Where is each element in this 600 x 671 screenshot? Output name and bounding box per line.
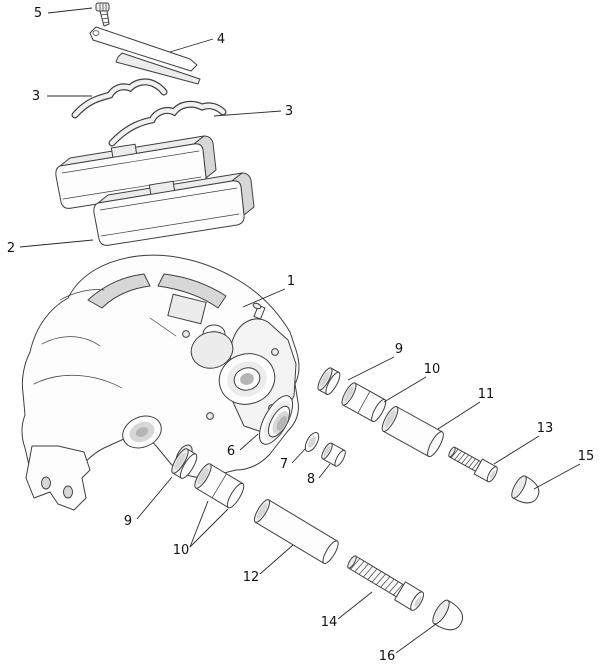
ear-hole <box>63 485 73 499</box>
retainer-screw <box>95 2 110 27</box>
callout-label-7: 7 <box>280 457 288 472</box>
leader-line <box>395 623 437 654</box>
leader-line <box>437 401 481 430</box>
leader-line <box>493 435 540 465</box>
rear-boss <box>190 331 234 369</box>
inner-mechanism <box>167 293 207 325</box>
boot-seal <box>258 395 294 445</box>
leader-line <box>337 591 373 620</box>
small-bushing <box>321 442 346 467</box>
callout-label-15: 15 <box>578 449 595 464</box>
callout-label-12: 12 <box>243 570 260 585</box>
callout-label-9-upper: 9 <box>395 342 403 357</box>
callout-label-14: 14 <box>321 615 338 630</box>
callout-label-10-lower: 10 <box>173 543 190 558</box>
callout-label-1: 1 <box>287 274 295 289</box>
ear-hole <box>41 476 51 490</box>
guide-tube <box>253 499 339 565</box>
end-cap-small <box>511 475 540 504</box>
callout-label-4: 4 <box>217 32 225 47</box>
leader-line <box>259 544 294 575</box>
bolt-head <box>182 330 190 338</box>
guide-bushing-upper <box>341 382 387 423</box>
bolt-head <box>271 348 279 356</box>
callout-label-13: 13 <box>537 421 554 436</box>
leader-line <box>189 500 209 548</box>
callout-labels: 5 4 3 3 2 1 9 10 11 13 15 6 7 8 9 10 12 … <box>7 6 594 664</box>
leader-lines <box>19 7 581 654</box>
callout-label-6: 6 <box>227 444 235 459</box>
caliper-body <box>21 254 300 511</box>
seal-ring-lower <box>171 448 198 479</box>
callout-label-3-right: 3 <box>285 104 293 119</box>
leader-line <box>291 448 306 464</box>
callout-label-3-left: 3 <box>32 89 40 104</box>
cap-screw-long <box>347 555 425 611</box>
cap-screw-short <box>448 446 498 483</box>
seal-ring-upper <box>317 367 341 395</box>
guide-bore-large <box>122 415 162 449</box>
leader-line <box>383 376 427 403</box>
leader-line <box>239 433 259 451</box>
leader-line <box>47 7 93 14</box>
leader-line <box>169 38 214 53</box>
leader-line <box>19 239 94 248</box>
small-ring-seal <box>304 432 320 452</box>
piston-bore <box>218 353 276 405</box>
callout-label-16: 16 <box>379 649 396 664</box>
callout-label-8: 8 <box>307 472 315 487</box>
bridge-window <box>87 273 151 309</box>
callout-label-11: 11 <box>478 387 495 402</box>
leader-line <box>189 508 229 548</box>
guide-bushing-lower <box>194 463 245 509</box>
leader-line <box>533 463 581 490</box>
leader-line <box>242 288 286 308</box>
bolt-head <box>206 412 214 420</box>
pad-spring-clip-left <box>71 78 168 119</box>
callout-label-2: 2 <box>7 241 15 256</box>
pad-spring-clip-right <box>108 100 227 147</box>
bridge-window <box>157 273 227 309</box>
end-cap-large <box>432 599 464 631</box>
callout-label-10-upper: 10 <box>424 362 441 377</box>
leader-line <box>318 463 331 479</box>
guide-sleeve <box>381 406 444 458</box>
leader-line <box>213 110 282 117</box>
bleed-nipple <box>252 302 266 320</box>
callout-label-5: 5 <box>34 6 42 21</box>
callout-label-9-lower: 9 <box>124 514 132 529</box>
leader-line <box>136 476 173 520</box>
leader-line <box>347 356 395 381</box>
pad-retainer-bar <box>89 26 201 85</box>
mounting-bracket <box>25 445 91 511</box>
